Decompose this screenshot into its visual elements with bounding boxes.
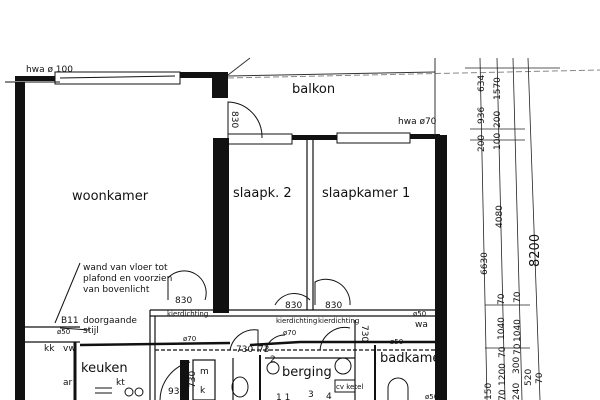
door-slaapkamer1 [314, 278, 351, 306]
dim-70e: 70 [513, 343, 523, 355]
water-heater [266, 361, 280, 375]
windows [5, 71, 411, 145]
pillar [212, 78, 228, 98]
dim-200a: 200 [477, 135, 487, 152]
walls [15, 72, 447, 400]
dim-70a: 70 [497, 293, 507, 305]
fixture-2: 2 [270, 355, 276, 365]
room-slaapk2: slaapk. 2 [233, 186, 292, 201]
door-keuken [159, 361, 191, 400]
note-cv: cv ketel [336, 383, 363, 391]
note-hwa-70: hwa ø70 [398, 117, 437, 127]
note-wall-3: van bovenlicht [83, 285, 150, 295]
dimension-lines [465, 57, 560, 400]
dimension-labels: 634 936 200 6630 150 1570 200 100 4080 7… [477, 75, 545, 400]
door-swings [54, 101, 409, 400]
wall-right [435, 135, 447, 400]
washbasin [387, 377, 409, 400]
dim-70d: 70 [513, 291, 523, 303]
note-k: k [200, 386, 206, 396]
dim-936: 936 [477, 107, 487, 124]
door-width-slaapkamer1: 830 [325, 301, 342, 311]
dim-6630: 6630 [480, 252, 490, 275]
note-wa: wa [415, 320, 428, 330]
fixture-4: 4 [326, 392, 332, 400]
room-berging: berging [282, 365, 332, 380]
wall-bedroom-top [292, 135, 337, 140]
room-badkamer: badkamer [380, 351, 446, 366]
dim-70f: 70 [535, 372, 545, 384]
note-ar: ar [63, 378, 73, 388]
dim-70b: 70 [498, 346, 508, 358]
door-slaapk2 [274, 293, 311, 306]
dim-150: 150 [484, 383, 494, 400]
dim-240: 240 [512, 383, 522, 400]
room-woonkamer: woonkamer [72, 189, 149, 204]
door-width-keuken: 930 [168, 387, 185, 397]
window-woonkamer [54, 71, 181, 85]
note-phi50-4: ø50 [425, 393, 438, 400]
door-woonkamer [167, 270, 207, 301]
note-kierdichting-2: kierdichting [276, 317, 317, 325]
note-hwa-100: hwa ø 100 [26, 65, 73, 75]
dim-8200: 8200 [528, 234, 543, 267]
wall-mk [180, 360, 189, 400]
wall-woonkamer-slaapk [213, 138, 229, 313]
note-kt: kt [116, 378, 125, 388]
toilet-bowl [231, 376, 249, 398]
door-width-toilet: 730 [236, 345, 253, 355]
door-width-berging: 73 [258, 345, 269, 355]
wall-bedroom-top-right [410, 134, 440, 139]
door-toilet [229, 329, 259, 352]
fixture-11: 1 1 [276, 393, 290, 400]
note-b11: B11 [61, 316, 79, 326]
wall-left [15, 82, 25, 400]
wall-top-mid [180, 72, 228, 78]
dim-70c: 70 [498, 389, 508, 400]
dim-1040b: 1040 [513, 319, 523, 342]
note-wall-1: wand van vloer tot [83, 263, 168, 273]
window-slaapk2 [227, 133, 293, 145]
dim-300: 300 [512, 357, 522, 374]
note-stijl-2: stijl [83, 326, 99, 336]
dim-1570: 1570 [493, 77, 503, 100]
door-berging [264, 334, 286, 353]
room-slaapkamer1: slaapkamer 1 [322, 186, 410, 201]
room-balkon: balkon [292, 82, 335, 97]
note-kierdichting-3: kierdichting [318, 317, 359, 325]
window-slaapkamer1 [336, 132, 411, 144]
door-width-woonkamer: 830 [175, 296, 192, 306]
note-kk: kk [44, 344, 55, 354]
dim-1200: 1200 [498, 363, 508, 386]
sink [334, 357, 352, 375]
note-wall-2: plafond en voorzien [83, 274, 172, 284]
fixture-3: 3 [308, 390, 314, 400]
dim-520: 520 [524, 369, 534, 386]
door-width-slaapk2: 830 [285, 301, 302, 311]
door-width-balkon: 830 [229, 111, 239, 128]
wall-top-left [15, 76, 55, 81]
note-stijl-1: doorgaande [83, 316, 137, 326]
note-phi50-3: ø50 [390, 338, 403, 346]
balcony-outline [227, 57, 600, 135]
note-phi50-1: ø50 [57, 328, 70, 336]
door-hall [319, 327, 351, 351]
door-width-hall: 730 [359, 325, 369, 342]
door-balkon [227, 101, 263, 140]
dim-4080: 4080 [495, 205, 505, 228]
door-width-keuken-v: 730 [188, 371, 198, 388]
note-m: m [200, 367, 209, 377]
dim-100: 100 [493, 133, 503, 150]
note-kierdichting-1: kierdichting [167, 310, 208, 318]
note-phi70-2: ø70 [283, 329, 296, 337]
dim-634: 634 [477, 75, 487, 92]
note-vw: vw [63, 344, 76, 354]
dim-200b: 200 [493, 111, 503, 128]
note-phi50-2: ø50 [413, 310, 426, 318]
cv-box [334, 379, 356, 393]
room-keuken: keuken [81, 361, 128, 376]
note-phi70-1: ø70 [183, 335, 196, 343]
dim-1040a: 1040 [497, 317, 507, 340]
